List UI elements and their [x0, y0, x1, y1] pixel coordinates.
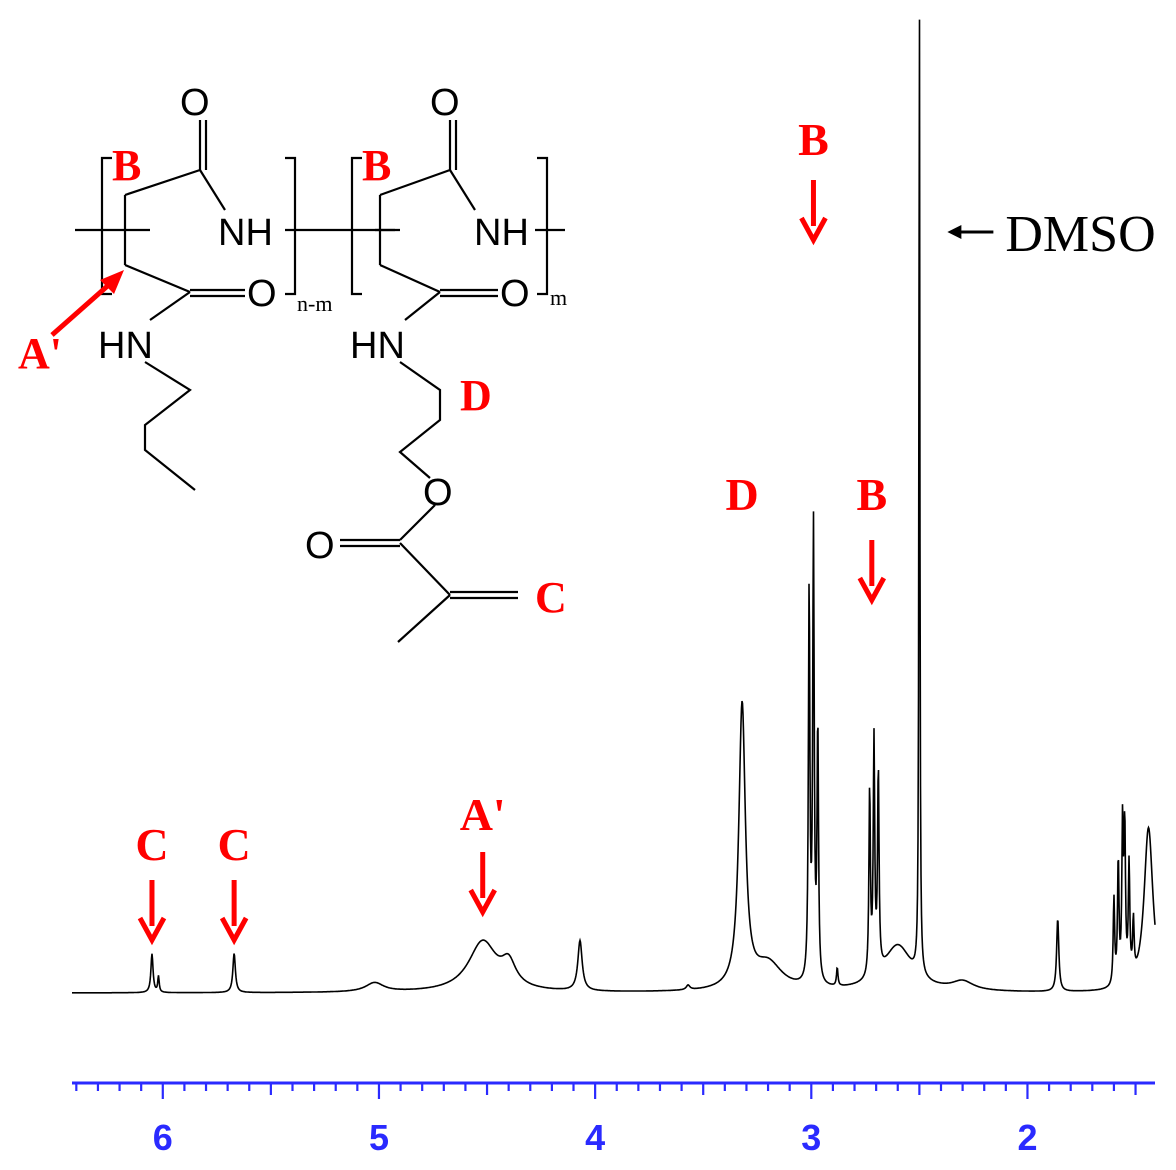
- annotation-b-2.99: B: [798, 114, 829, 246]
- methacryl-bond: [399, 542, 451, 596]
- left-amide-o: O: [247, 273, 277, 315]
- left-amide-cn-bond: [149, 291, 191, 321]
- right-nh: NH: [474, 212, 529, 254]
- tick-label-3: 3: [801, 1117, 821, 1158]
- left-bracket-close: [285, 156, 297, 296]
- spectrum-line: [72, 19, 1156, 994]
- right-ring-bond-a: [379, 168, 451, 197]
- right-ch-co-bond: [379, 263, 441, 294]
- tick-label-2: 2: [1017, 1117, 1037, 1158]
- propyl-chain: [143, 361, 196, 491]
- structure-label-b-left: B: [112, 141, 141, 190]
- left-ring-bond-a: [124, 168, 201, 197]
- right-carbonyl-o: O: [430, 82, 460, 124]
- right-cn-bond: [449, 169, 476, 211]
- annotation-dmso-2.5: DMSO: [947, 206, 1156, 263]
- annotation-d-3.32: D: [726, 469, 759, 520]
- tick-label-6: 6: [153, 1117, 173, 1158]
- structure-a-prime-arrow: [50, 270, 124, 337]
- annotation-arrowhead: [857, 576, 887, 606]
- structure-label-c: C: [535, 573, 567, 622]
- left-carbonyl-o: O: [180, 82, 210, 124]
- structure-label-b-right: B: [362, 141, 391, 190]
- left-hn: HN: [98, 325, 153, 367]
- structure-label-d: D: [460, 371, 492, 420]
- tick-label-5: 5: [369, 1117, 389, 1158]
- right-bracket-close: [537, 156, 549, 296]
- annotation-b-2.72: B: [856, 469, 887, 606]
- annotation-label: B: [856, 469, 887, 520]
- left-cn-bond: [199, 169, 226, 211]
- annotation-label: B: [798, 114, 829, 165]
- dmso-arrowhead: [947, 225, 962, 239]
- ethyl-linker: [398, 361, 442, 479]
- annotation-c-6.05: C: [135, 819, 169, 946]
- left-bracket-open: [100, 156, 112, 296]
- right-hn: HN: [350, 325, 405, 367]
- annotation-label: D: [726, 469, 759, 520]
- structure-label-a-prime: A': [18, 329, 62, 378]
- left-subscript: n-m: [297, 291, 332, 316]
- annotation-label: C: [218, 819, 251, 870]
- annotation-arrowhead: [137, 916, 167, 946]
- right-amide-o: O: [500, 273, 530, 315]
- ester-o-c-bond: [399, 504, 436, 541]
- annotation-label: A': [460, 789, 506, 840]
- annotation-arrowhead: [799, 216, 828, 246]
- right-bracket-open: [350, 156, 362, 296]
- tick-label-4: 4: [585, 1117, 605, 1158]
- ester-carbonyl-o: O: [305, 525, 335, 567]
- left-ch-co-bond: [124, 263, 191, 294]
- ester-o: O: [423, 472, 453, 514]
- annotation-label: C: [135, 819, 168, 870]
- chemical-structure: [75, 120, 565, 643]
- left-nh: NH: [218, 212, 273, 254]
- annotation-a-prime-4.52: A': [460, 789, 506, 918]
- dmso-label: DMSO: [1005, 206, 1155, 263]
- ppm-axis: 6 5 4 3 2: [72, 1081, 1155, 1158]
- right-subscript: m: [550, 285, 567, 310]
- annotation-arrowhead: [219, 916, 249, 946]
- annotation-c-5.67: C: [218, 819, 251, 946]
- methyl-bond: [397, 594, 451, 643]
- right-amide-cn-bond: [404, 291, 441, 321]
- annotation-arrowhead: [468, 888, 497, 918]
